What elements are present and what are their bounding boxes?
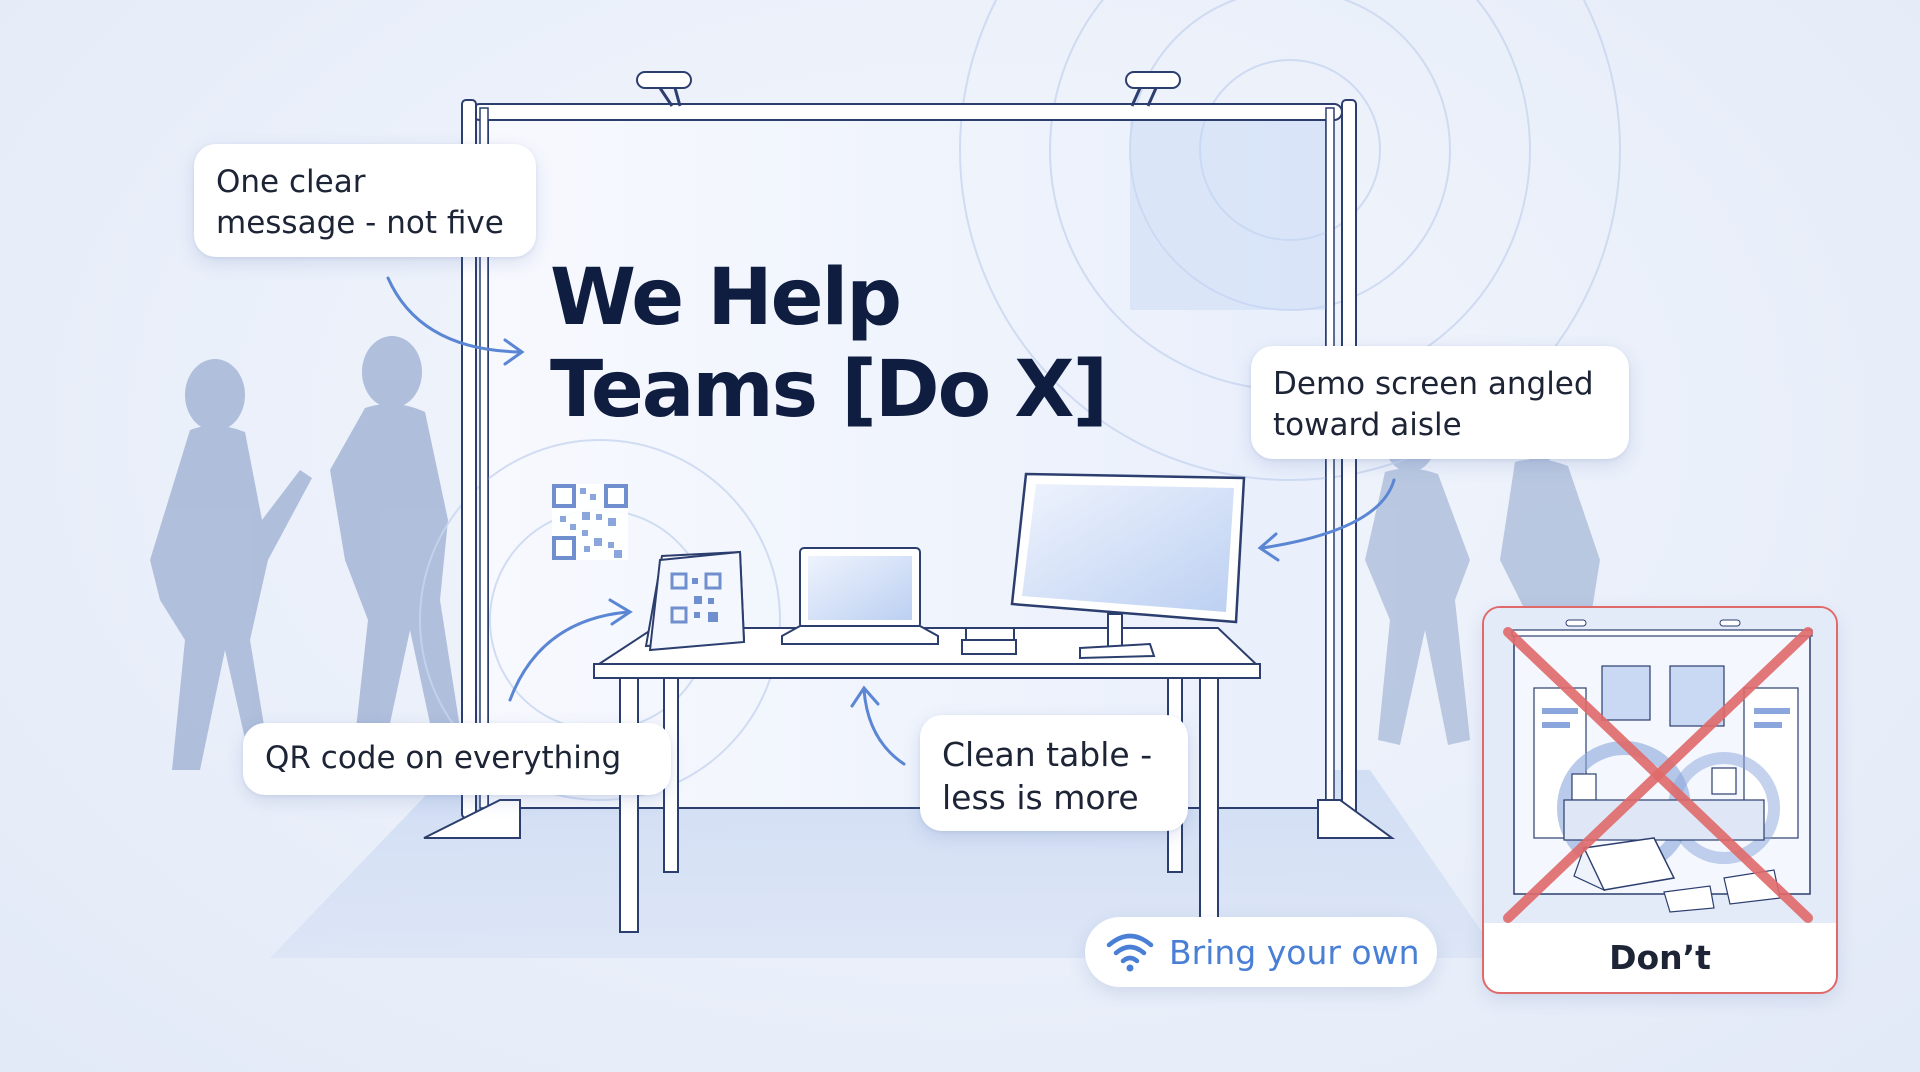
demo-monitor bbox=[1010, 472, 1246, 660]
floor bbox=[270, 770, 1500, 958]
callout-one-clear-message: One clear message - not five bbox=[194, 144, 536, 257]
callout-message-line-2: message - not five bbox=[216, 205, 504, 241]
callout-clean-table: Clean table - less is more bbox=[920, 715, 1188, 831]
spotlight-right bbox=[1125, 71, 1181, 107]
arrow-qr bbox=[508, 610, 630, 702]
callout-demo-line-1: Demo screen angled bbox=[1273, 366, 1594, 402]
backdrop-headline: We Help Teams [Do X] bbox=[550, 252, 1108, 436]
cluttered-booth-illustration bbox=[1484, 608, 1836, 923]
dont-label: Don’t bbox=[1609, 938, 1711, 977]
brochure-stack bbox=[961, 627, 1017, 655]
wifi-icon bbox=[1106, 933, 1154, 972]
pole-right bbox=[1341, 99, 1357, 819]
spotlight-left bbox=[636, 71, 692, 107]
banner-qr-code bbox=[552, 484, 628, 560]
callout-qr-code: QR code on everything bbox=[243, 723, 671, 795]
callout-demo-line-2: toward aisle bbox=[1273, 407, 1462, 443]
callout-demo-screen: Demo screen angled toward aisle bbox=[1251, 346, 1629, 459]
arrow-table bbox=[862, 688, 906, 766]
arrows bbox=[386, 276, 1396, 766]
table-tent-qr bbox=[644, 550, 746, 652]
headline-line-2: Teams [Do X] bbox=[550, 345, 1108, 435]
arrow-message bbox=[386, 276, 522, 354]
visitor-silhouettes-left bbox=[150, 336, 465, 770]
callout-table-line-1: Clean table - bbox=[942, 735, 1153, 774]
bring-your-own-label: Bring your own bbox=[1169, 932, 1420, 972]
headline-line-1: We Help bbox=[550, 253, 902, 343]
backdrop-top-rod bbox=[471, 103, 1343, 121]
dont-example-card: Don’t bbox=[1482, 606, 1838, 994]
arrow-demo bbox=[1260, 478, 1396, 550]
bring-your-own-pill: Bring your own bbox=[1085, 917, 1437, 987]
pole-base-left bbox=[423, 799, 521, 839]
callout-qr-text: QR code on everything bbox=[265, 740, 622, 776]
callout-table-line-2: less is more bbox=[942, 778, 1139, 817]
pole-base-right bbox=[1317, 799, 1396, 839]
laptop bbox=[781, 547, 939, 645]
callout-message-line-1: One clear bbox=[216, 164, 366, 200]
